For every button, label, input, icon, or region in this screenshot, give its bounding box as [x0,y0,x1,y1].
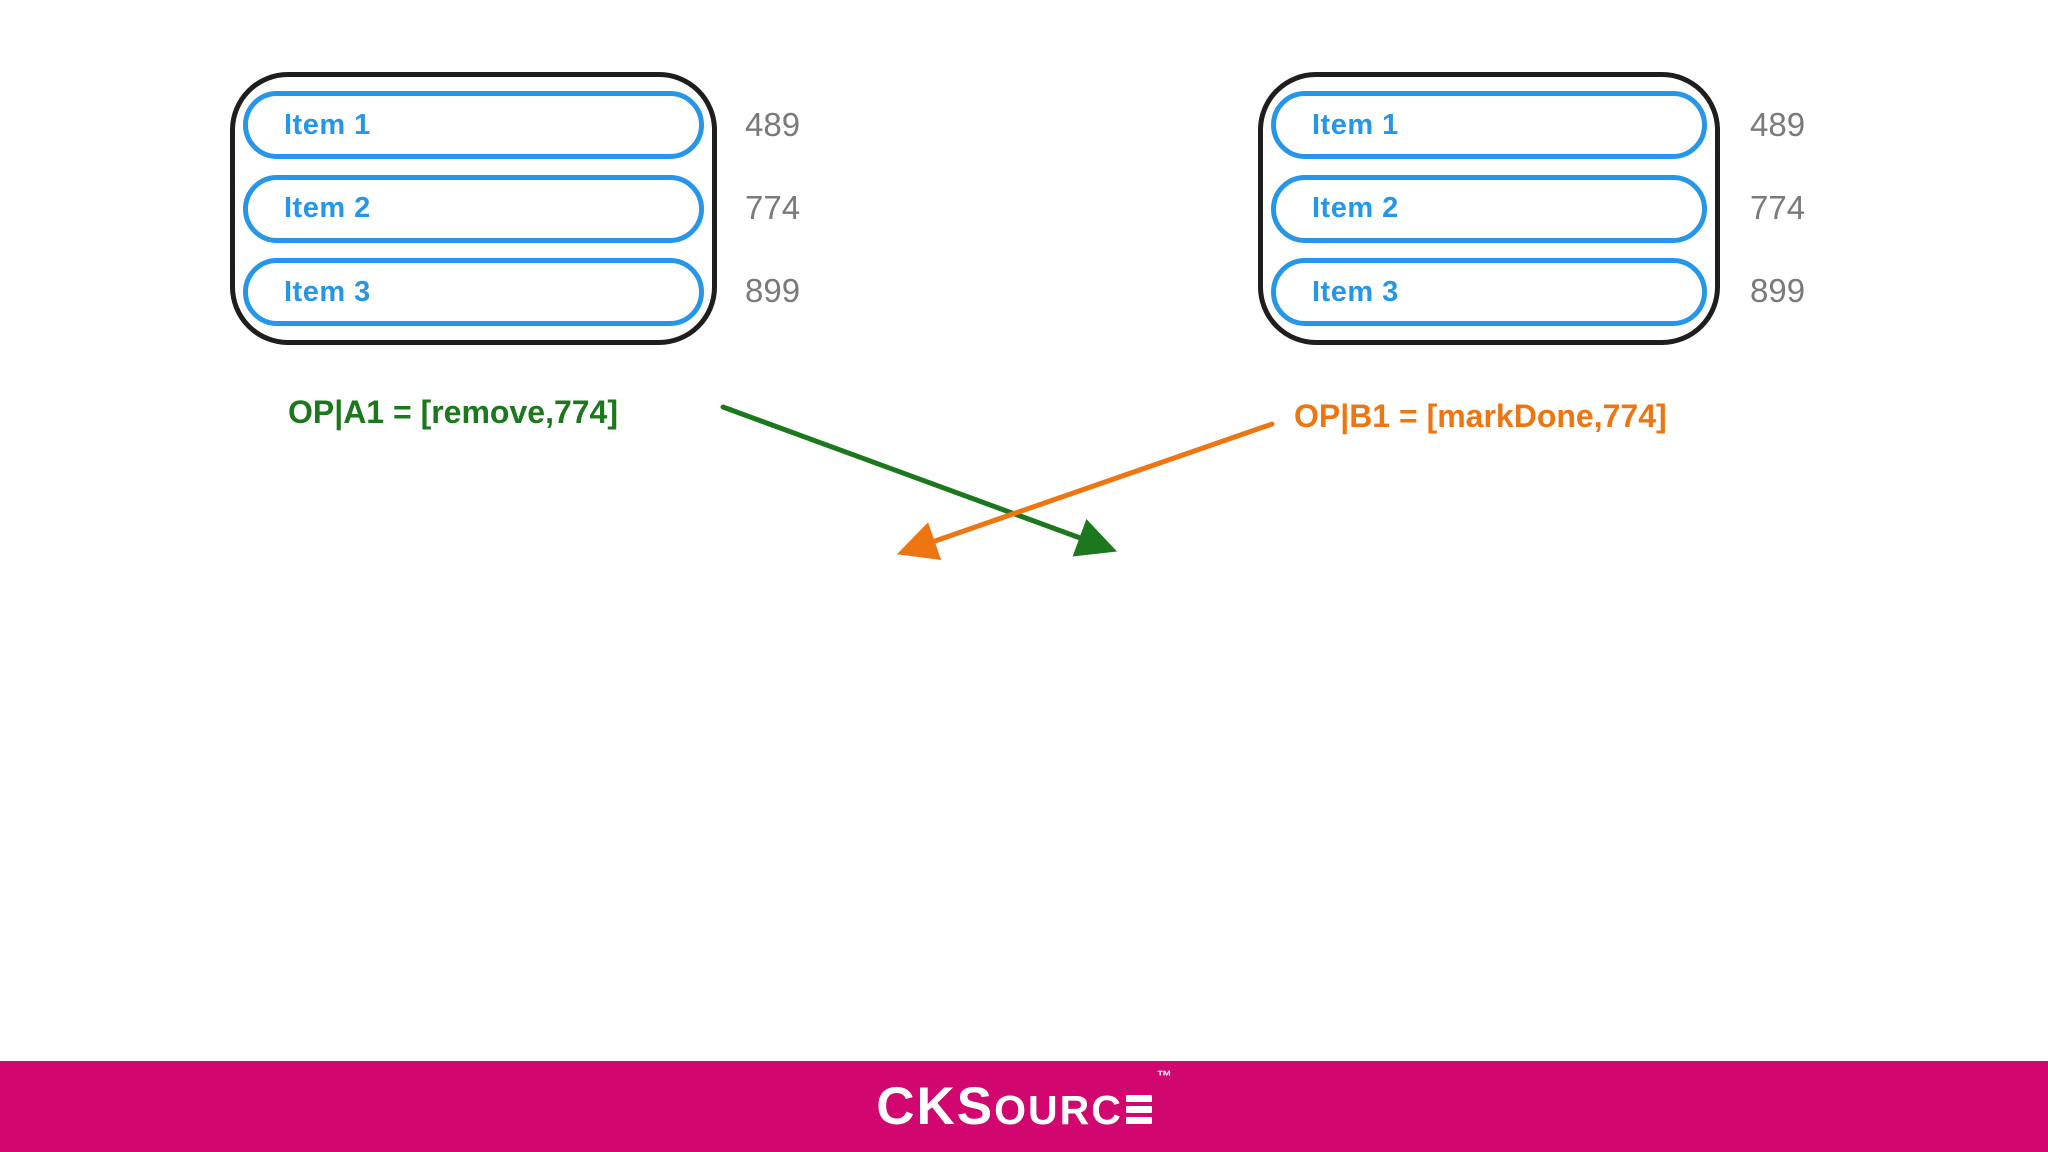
operation-b1-label: OP|B1 = [markDone,774] [1294,398,1667,434]
item-label: Item 3 [284,275,371,308]
replica-a-item-ids: 489 774 899 [745,72,835,345]
replica-b-item-3-pill: Item 3 [1271,258,1707,326]
item-id: 774 [1750,189,1806,226]
item-id: 899 [1750,272,1806,309]
trademark-symbol: ™ [1156,1068,1172,1085]
item-label: Item 2 [1312,192,1399,224]
item-label: Item 1 [1312,108,1399,141]
item-id: 489 [1750,106,1806,143]
replica-a-box: Item 1 Item 2 Item 3 [230,72,717,345]
item-label: Item 1 [284,108,371,141]
logo-text-large: CKS [876,1077,995,1136]
replica-b-item-1-pill: Item 1 [1271,91,1707,159]
replica-a-item-1-pill: Item 1 [243,91,704,159]
replica-b-box: Item 1 Item 2 Item 3 [1258,72,1720,345]
operation-a1-label: OP|A1 = [remove,774] [288,394,618,430]
arrow-op-b1-to-replica-a [896,421,1275,561]
replica-b-item-ids: 489 774 899 [1750,72,1840,345]
item-id: 899 [745,272,801,309]
item-label: Item 3 [1312,275,1399,308]
logo-text-small: OURC [994,1087,1123,1133]
item-id: 774 [745,189,801,226]
item-label: Item 2 [284,192,371,224]
arrow-op-a1-to-replica-b [720,404,1118,557]
replica-b-item-2-pill: Item 2 [1271,174,1707,243]
item-id: 489 [745,106,801,143]
logo-three-bar-e-icon [1125,1095,1152,1124]
replica-a-item-2-pill: Item 2 [243,174,704,243]
replica-a-item-3-pill: Item 3 [243,258,704,326]
